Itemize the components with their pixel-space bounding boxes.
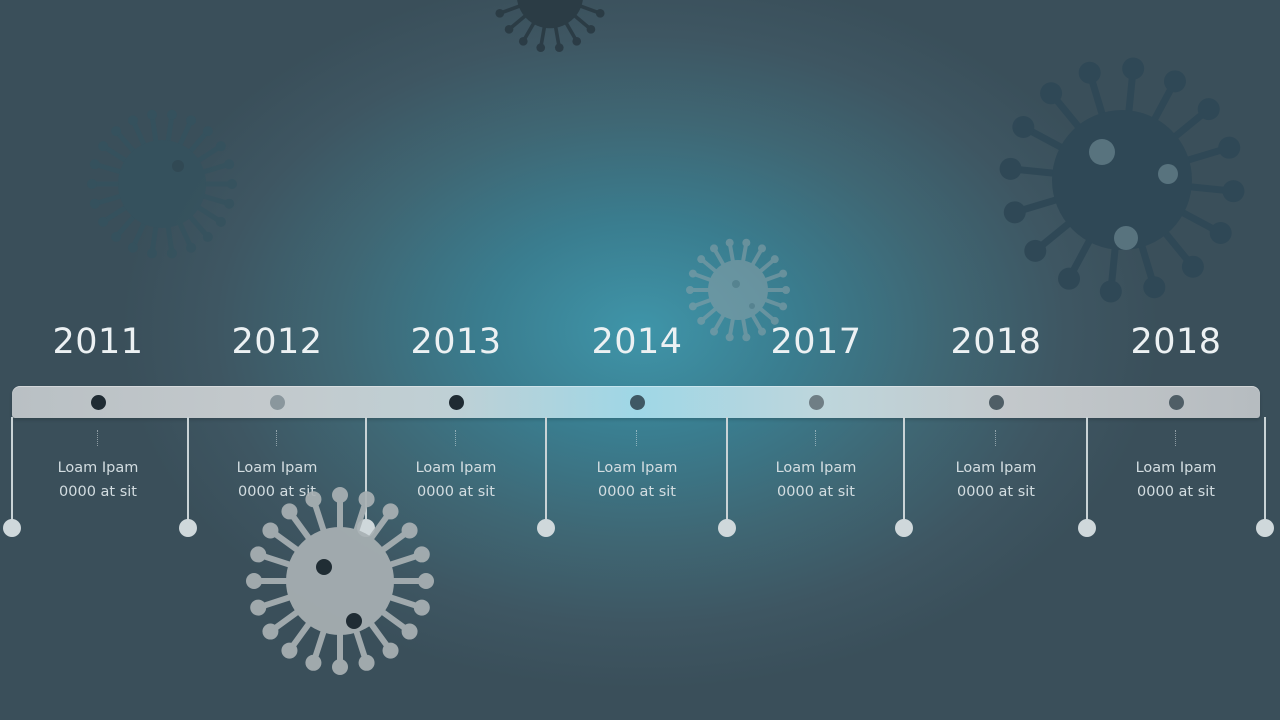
timeline-description-line2: 0000 at sit: [417, 484, 495, 500]
timeline-description: Loam Ipam 0000 at sit: [371, 456, 541, 504]
timeline-marker-dot: [808, 395, 824, 410]
timeline-connector-line: [1086, 417, 1088, 521]
timeline-connector-line: [726, 417, 728, 521]
timeline-connector-line: [545, 417, 547, 521]
timeline-description-line2: 0000 at sit: [957, 484, 1035, 500]
timeline-marker-dot: [90, 395, 106, 410]
timeline-connector-line: [11, 417, 13, 521]
timeline-description-line1: Loam Ipam: [955, 460, 1037, 476]
timeline-connector-node: [895, 519, 913, 537]
timeline-year: 2013: [410, 322, 502, 362]
timeline-connector-node: [1256, 519, 1274, 537]
timeline-year: 2014: [591, 322, 683, 362]
virus-icon-left-faded: [87, 109, 237, 259]
timeline-marker-dot: [629, 395, 645, 410]
timeline-description-line2: 0000 at sit: [59, 484, 137, 500]
timeline-marker-dot: [269, 395, 285, 410]
timeline-year: 2017: [770, 322, 862, 362]
timeline-connector-node: [537, 519, 555, 537]
timeline-year: 2012: [231, 322, 323, 362]
timeline-description-line1: Loam Ipam: [1135, 460, 1217, 476]
timeline-connector-line: [365, 417, 367, 521]
timeline-description-line1: Loam Ipam: [415, 460, 497, 476]
virus-icon-center-small: [686, 238, 790, 342]
timeline-dotted-tick: [995, 430, 998, 446]
virus-icon-bottom-light: [246, 487, 434, 675]
timeline-description: Loam Ipam 0000 at sit: [552, 456, 722, 504]
timeline-dotted-tick: [1175, 430, 1178, 446]
timeline-connector-node: [179, 519, 197, 537]
timeline-description-line1: Loam Ipam: [57, 460, 139, 476]
timeline-connector-node: [1078, 519, 1096, 537]
timeline-description-line2: 0000 at sit: [1137, 484, 1215, 500]
timeline-connector-line: [1264, 417, 1266, 521]
timeline-description-line2: 0000 at sit: [777, 484, 855, 500]
timeline-year: 2018: [950, 322, 1042, 362]
timeline-description-line1: Loam Ipam: [775, 460, 857, 476]
timeline-year: 2011: [52, 322, 144, 362]
virus-icon-right-large: [999, 57, 1245, 303]
timeline-marker-dot: [988, 395, 1004, 410]
timeline-connector-node: [718, 519, 736, 537]
timeline-description: Loam Ipam 0000 at sit: [731, 456, 901, 504]
timeline-description: Loam Ipam 0000 at sit: [192, 456, 362, 504]
timeline-connector-line: [903, 417, 905, 521]
timeline-marker-dot: [1168, 395, 1184, 410]
timeline-dotted-tick: [97, 430, 100, 446]
timeline-dotted-tick: [455, 430, 458, 446]
timeline-description: Loam Ipam 0000 at sit: [911, 456, 1081, 504]
timeline-connector-line: [187, 417, 189, 521]
timeline-connector-node: [3, 519, 21, 537]
timeline-description-line2: 0000 at sit: [238, 484, 316, 500]
timeline-description: Loam Ipam 0000 at sit: [1091, 456, 1261, 504]
timeline-description: Loam Ipam 0000 at sit: [13, 456, 183, 504]
virus-icon-top: [495, 0, 605, 52]
timeline-marker-dot: [448, 395, 464, 410]
timeline-year: 2018: [1130, 322, 1222, 362]
timeline-dotted-tick: [815, 430, 818, 446]
timeline-description-line2: 0000 at sit: [598, 484, 676, 500]
timeline-description-line1: Loam Ipam: [236, 460, 318, 476]
timeline-description-line1: Loam Ipam: [596, 460, 678, 476]
timeline-dotted-tick: [636, 430, 639, 446]
timeline-dotted-tick: [276, 430, 279, 446]
